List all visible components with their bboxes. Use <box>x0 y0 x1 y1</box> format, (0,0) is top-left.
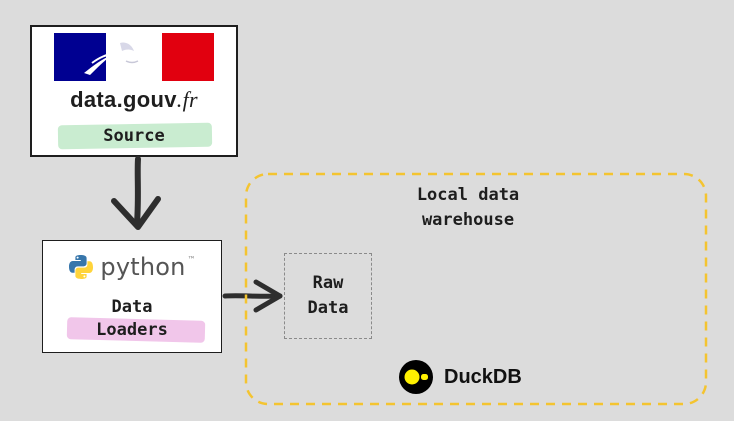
arrow-loaders-to-raw <box>222 279 283 313</box>
python-icon <box>69 255 94 279</box>
duckdb-logo: DuckDB <box>398 359 522 395</box>
raw-data-box: Raw Data <box>284 253 372 339</box>
data-gouv-logo-text: data.gouv.fr <box>32 87 236 113</box>
python-logo: python ™ <box>43 253 221 281</box>
source-box: data.gouv.fr Source <box>30 25 238 157</box>
python-tm: ™ <box>187 255 196 264</box>
arrow-source-to-loaders <box>111 156 161 230</box>
loaders-label-line2: Loaders <box>96 320 168 340</box>
logo-text-main: data.gouv <box>70 87 177 112</box>
source-label: Source <box>103 126 165 146</box>
warehouse-title-line2: warehouse <box>421 210 515 230</box>
warehouse-title-line1: Local data <box>416 185 520 205</box>
raw-data-label-line2: Data <box>307 298 349 318</box>
python-logo-text: python <box>100 253 186 281</box>
marianne-flag-logo <box>54 33 214 81</box>
loaders-box: python ™ Data Loaders <box>42 240 222 353</box>
raw-data-label-line1: Raw <box>312 273 344 293</box>
loaders-label-line1: Data <box>111 297 153 317</box>
duckdb-icon <box>399 360 433 394</box>
warehouse-container <box>244 172 708 406</box>
duckdb-name: DuckDB <box>444 365 522 388</box>
logo-text-tld: .fr <box>176 87 198 112</box>
